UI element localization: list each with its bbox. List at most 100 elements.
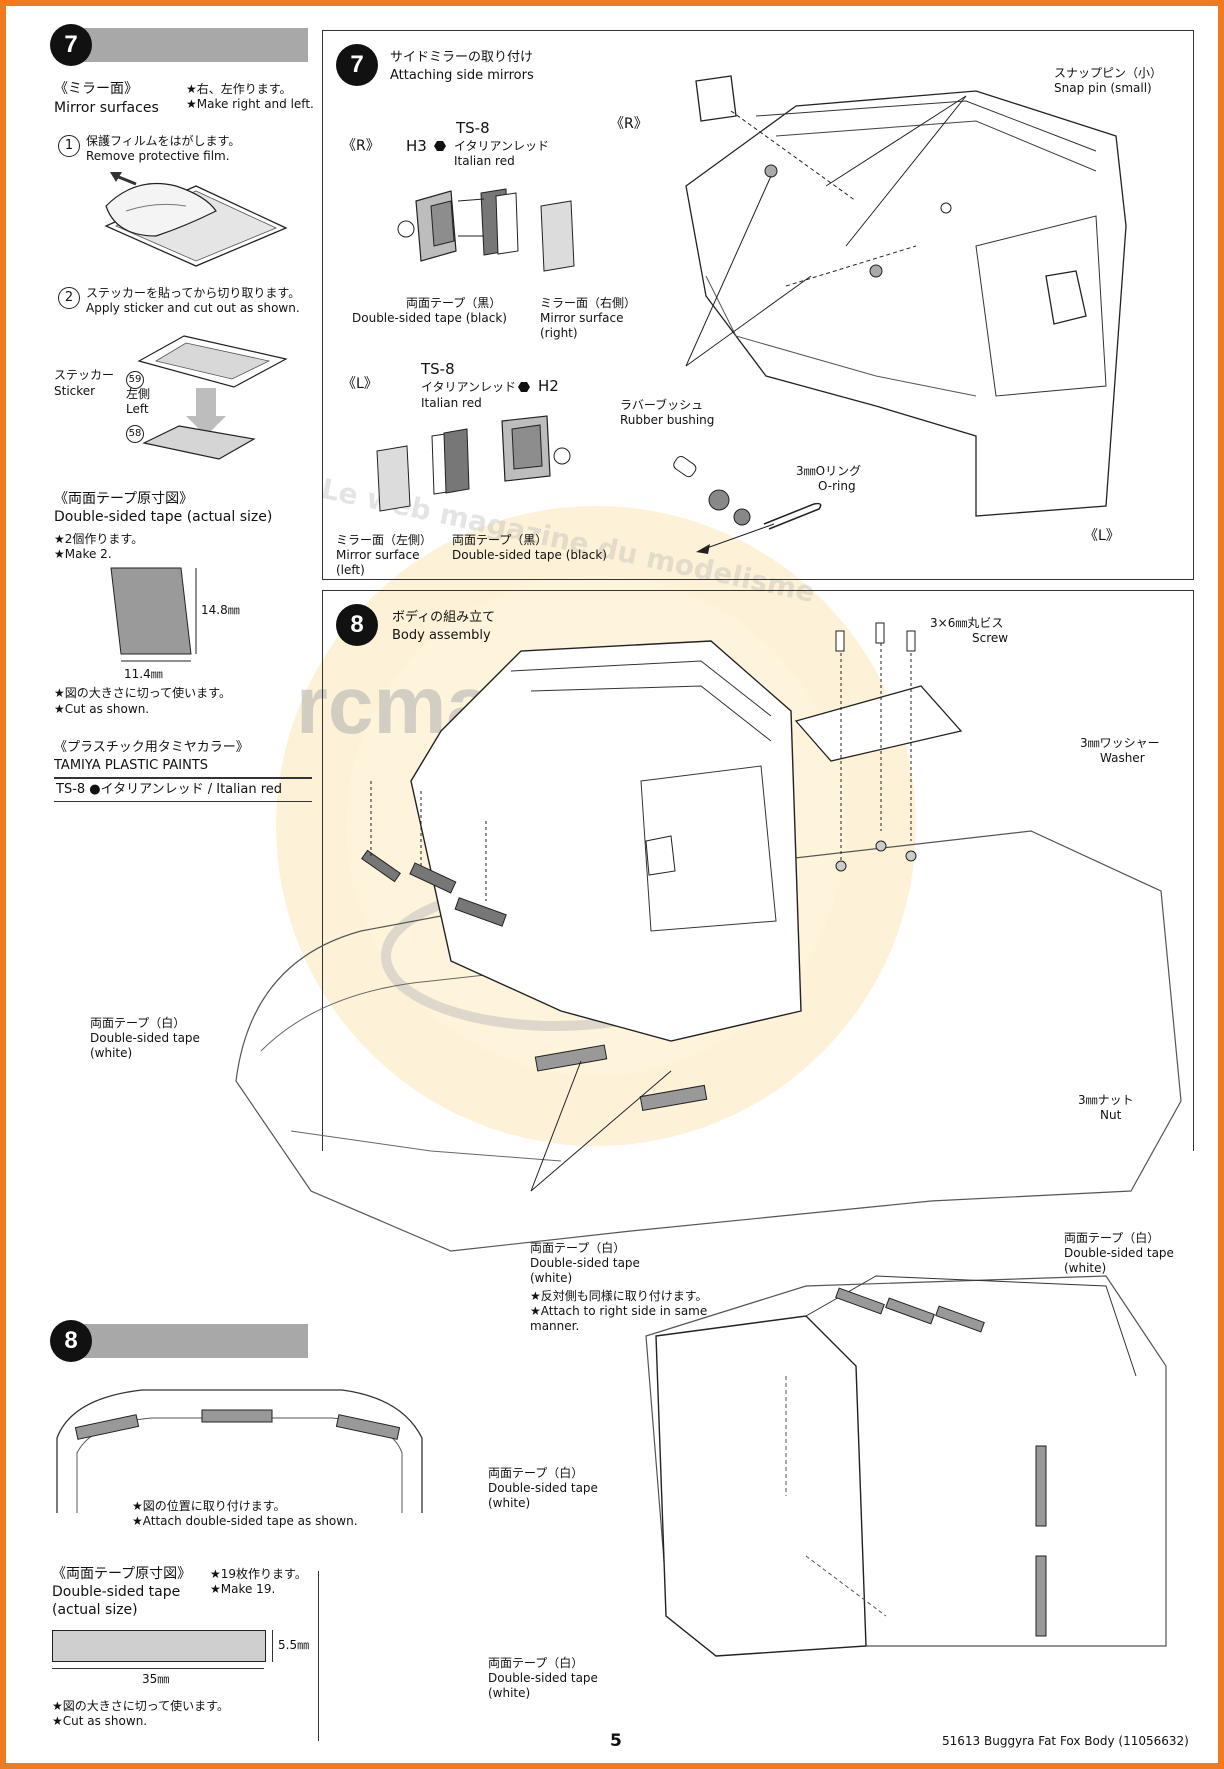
mirror-surfaces-jp: 《ミラー面》 xyxy=(54,81,138,97)
rubber-bushing-jp: ラバーブッシュ xyxy=(620,398,704,412)
tape-black-left-jp: 両面テープ（黒） xyxy=(452,533,548,547)
tape7-note2-jp: ★図の大きさに切って使います。 xyxy=(54,686,231,700)
snap-pin-jp: スナップピン（小） xyxy=(1054,66,1163,80)
italian-jp-left: イタリアンレッド xyxy=(421,380,517,394)
cab-mirror-illustration xyxy=(685,75,1127,517)
attach-right-jp: ★反対側も同様に取り付けます。 xyxy=(530,1289,708,1303)
step8-left-number: 8 xyxy=(50,1320,92,1362)
mirror-left-en2: (left) xyxy=(336,563,365,577)
paint-hex-left xyxy=(518,382,530,392)
mirror-note-jp: ★右、左作ります。 xyxy=(186,82,292,96)
tape-white-a-en2: (white) xyxy=(90,1046,133,1060)
step8-number: 8 xyxy=(336,604,378,646)
italian-en-left: Italian red xyxy=(421,396,482,410)
step7-bar xyxy=(70,28,308,62)
tape7-height: 14.8㎜ xyxy=(201,603,240,617)
tape-white-c-jp: 両面テープ（白） xyxy=(1064,1231,1160,1245)
attach-shown-jp: ★図の位置に取り付けます。 xyxy=(132,1499,286,1513)
mirror-right-jp: ミラー面（右側） xyxy=(540,296,637,310)
tape8-height-dim xyxy=(272,1630,273,1662)
tape-black-right-jp: 両面テープ（黒） xyxy=(406,296,502,310)
tape7-width: 11.4㎜ xyxy=(124,667,163,681)
step7-panel xyxy=(322,30,1194,580)
attach-right-en1: ★Attach to right side in same xyxy=(530,1304,708,1318)
step7-title-en: Attaching side mirrors xyxy=(390,68,534,83)
page-number: 5 xyxy=(610,1731,622,1751)
body-assembly-illustration xyxy=(235,622,1182,1252)
tape8-width: 35㎜ xyxy=(142,1672,170,1686)
italian-jp-right: イタリアンレッド xyxy=(454,139,550,153)
tape8-width-dim xyxy=(52,1668,264,1669)
nut-jp: 3㎜ナット xyxy=(1078,1093,1134,1107)
left-label-cab: 《L》 xyxy=(1084,528,1120,544)
screw-jp: 3×6㎜丸ビス xyxy=(930,616,1004,630)
step8-title-jp: ボディの組み立て xyxy=(392,610,496,625)
italian-en-right: Italian red xyxy=(454,154,515,168)
oring-en: O-ring xyxy=(818,479,856,493)
mirror-note-en: ★Make right and left. xyxy=(186,97,314,111)
left-label: 《L》 xyxy=(342,376,378,392)
cut-shown-jp: ★図の大きさに切って使います。 xyxy=(52,1699,229,1713)
left-side-en: Left xyxy=(126,402,149,416)
step8-panel xyxy=(322,590,1194,1151)
mirror-left-en1: Mirror surface xyxy=(336,548,420,562)
tape7-note1-jp: ★2個作ります。 xyxy=(54,532,144,546)
oring-jp: 3㎜Oリング xyxy=(796,464,862,478)
sticker-illustration xyxy=(137,335,288,460)
right-label: 《R》 xyxy=(342,138,380,154)
cut-shown-en: ★Cut as shown. xyxy=(52,1714,148,1728)
left-mirror-assembly xyxy=(376,415,571,512)
tape-white-a-en1: Double-sided tape xyxy=(90,1031,200,1045)
step7-title-jp: サイドミラーの取り付け xyxy=(390,50,534,65)
step7-number: 7 xyxy=(336,44,378,86)
washer-jp: 3㎜ワッシャー xyxy=(1080,736,1160,750)
tape-white-b-en1: Double-sided tape xyxy=(530,1256,640,1270)
sticker-58: 58 xyxy=(126,421,144,443)
screw-en: Screw xyxy=(972,631,1009,645)
tape-black-left-en: Double-sided tape (black) xyxy=(452,548,607,562)
right-mirror-assembly xyxy=(397,188,575,272)
tape7-title-en: Double-sided tape (actual size) xyxy=(54,509,273,525)
cab-roof-tape-illustration xyxy=(56,1389,423,1513)
tape-white-c-en2: (white) xyxy=(1064,1261,1107,1275)
ts8-left: TS-8 xyxy=(421,360,455,378)
left-side-jp: 左側 xyxy=(126,387,151,401)
sticker-label-en: Sticker xyxy=(54,384,96,398)
tape8-title-en1: Double-sided tape xyxy=(52,1584,181,1600)
tape-white-e-en1: Double-sided tape xyxy=(488,1671,598,1685)
mirror-left-jp: ミラー面（左側） xyxy=(336,533,433,547)
tape-white-b-jp: 両面テープ（白） xyxy=(530,1241,626,1255)
tape-white-d-en2: (white) xyxy=(488,1496,531,1510)
step-1-marker: 1 xyxy=(58,134,84,157)
tape8-title-jp: 《両面テープ原寸図》 xyxy=(52,1566,192,1582)
right-label-cab: 《R》 xyxy=(610,116,648,132)
tape8-height: 5.5㎜ xyxy=(278,1638,310,1652)
sticker-59: 59 xyxy=(126,367,144,389)
h2-part: H2 xyxy=(538,377,559,395)
tape-white-e-jp: 両面テープ（白） xyxy=(488,1656,584,1670)
h3-part: H3 xyxy=(406,137,427,155)
tape-white-b-en2: (white) xyxy=(530,1271,573,1285)
apply-sticker-en: Apply sticker and cut out as shown. xyxy=(86,301,300,315)
tape8-divider xyxy=(318,1571,319,1741)
tape-white-c-en1: Double-sided tape xyxy=(1064,1246,1174,1260)
tape7-shape xyxy=(110,567,197,662)
washer-en: Washer xyxy=(1100,751,1145,765)
step8-title-en: Body assembly xyxy=(392,628,491,643)
ts8-right: TS-8 xyxy=(456,119,490,137)
paint-ts8: TS-8 ●イタリアンレッド / Italian red xyxy=(56,782,283,797)
snap-pin-en: Snap pin (small) xyxy=(1054,81,1152,95)
nut-en: Nut xyxy=(1100,1108,1122,1122)
mirror-surfaces-en: Mirror surfaces xyxy=(54,100,159,116)
mirror-right-en1: Mirror surface xyxy=(540,311,624,325)
attach-shown-en: ★Attach double-sided tape as shown. xyxy=(132,1514,358,1528)
tape-white-d-en1: Double-sided tape xyxy=(488,1481,598,1495)
remove-film-en: Remove protective film. xyxy=(86,149,230,163)
paints-rule-bottom xyxy=(54,801,312,802)
tape7-note1-en: ★Make 2. xyxy=(54,547,112,561)
attach-right-en2: manner. xyxy=(530,1319,580,1333)
paints-title-en: TAMIYA PLASTIC PAINTS xyxy=(54,758,208,773)
tape7-title-jp: 《両面テープ原寸図》 xyxy=(54,491,194,507)
make-19-en: ★Make 19. xyxy=(210,1582,276,1596)
